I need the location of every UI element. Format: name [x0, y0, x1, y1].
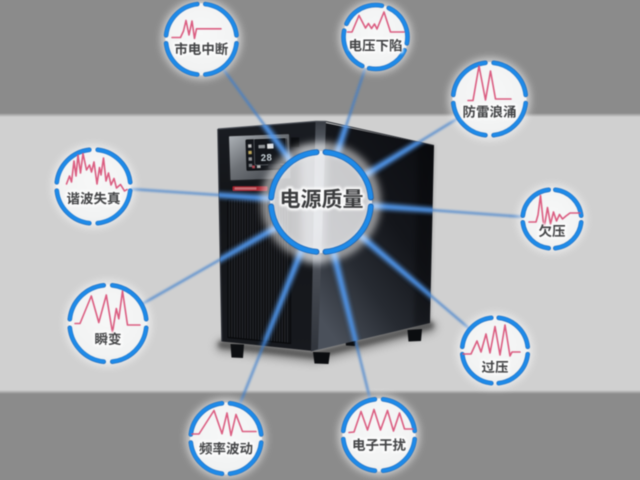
svg-text:28: 28: [261, 153, 273, 164]
